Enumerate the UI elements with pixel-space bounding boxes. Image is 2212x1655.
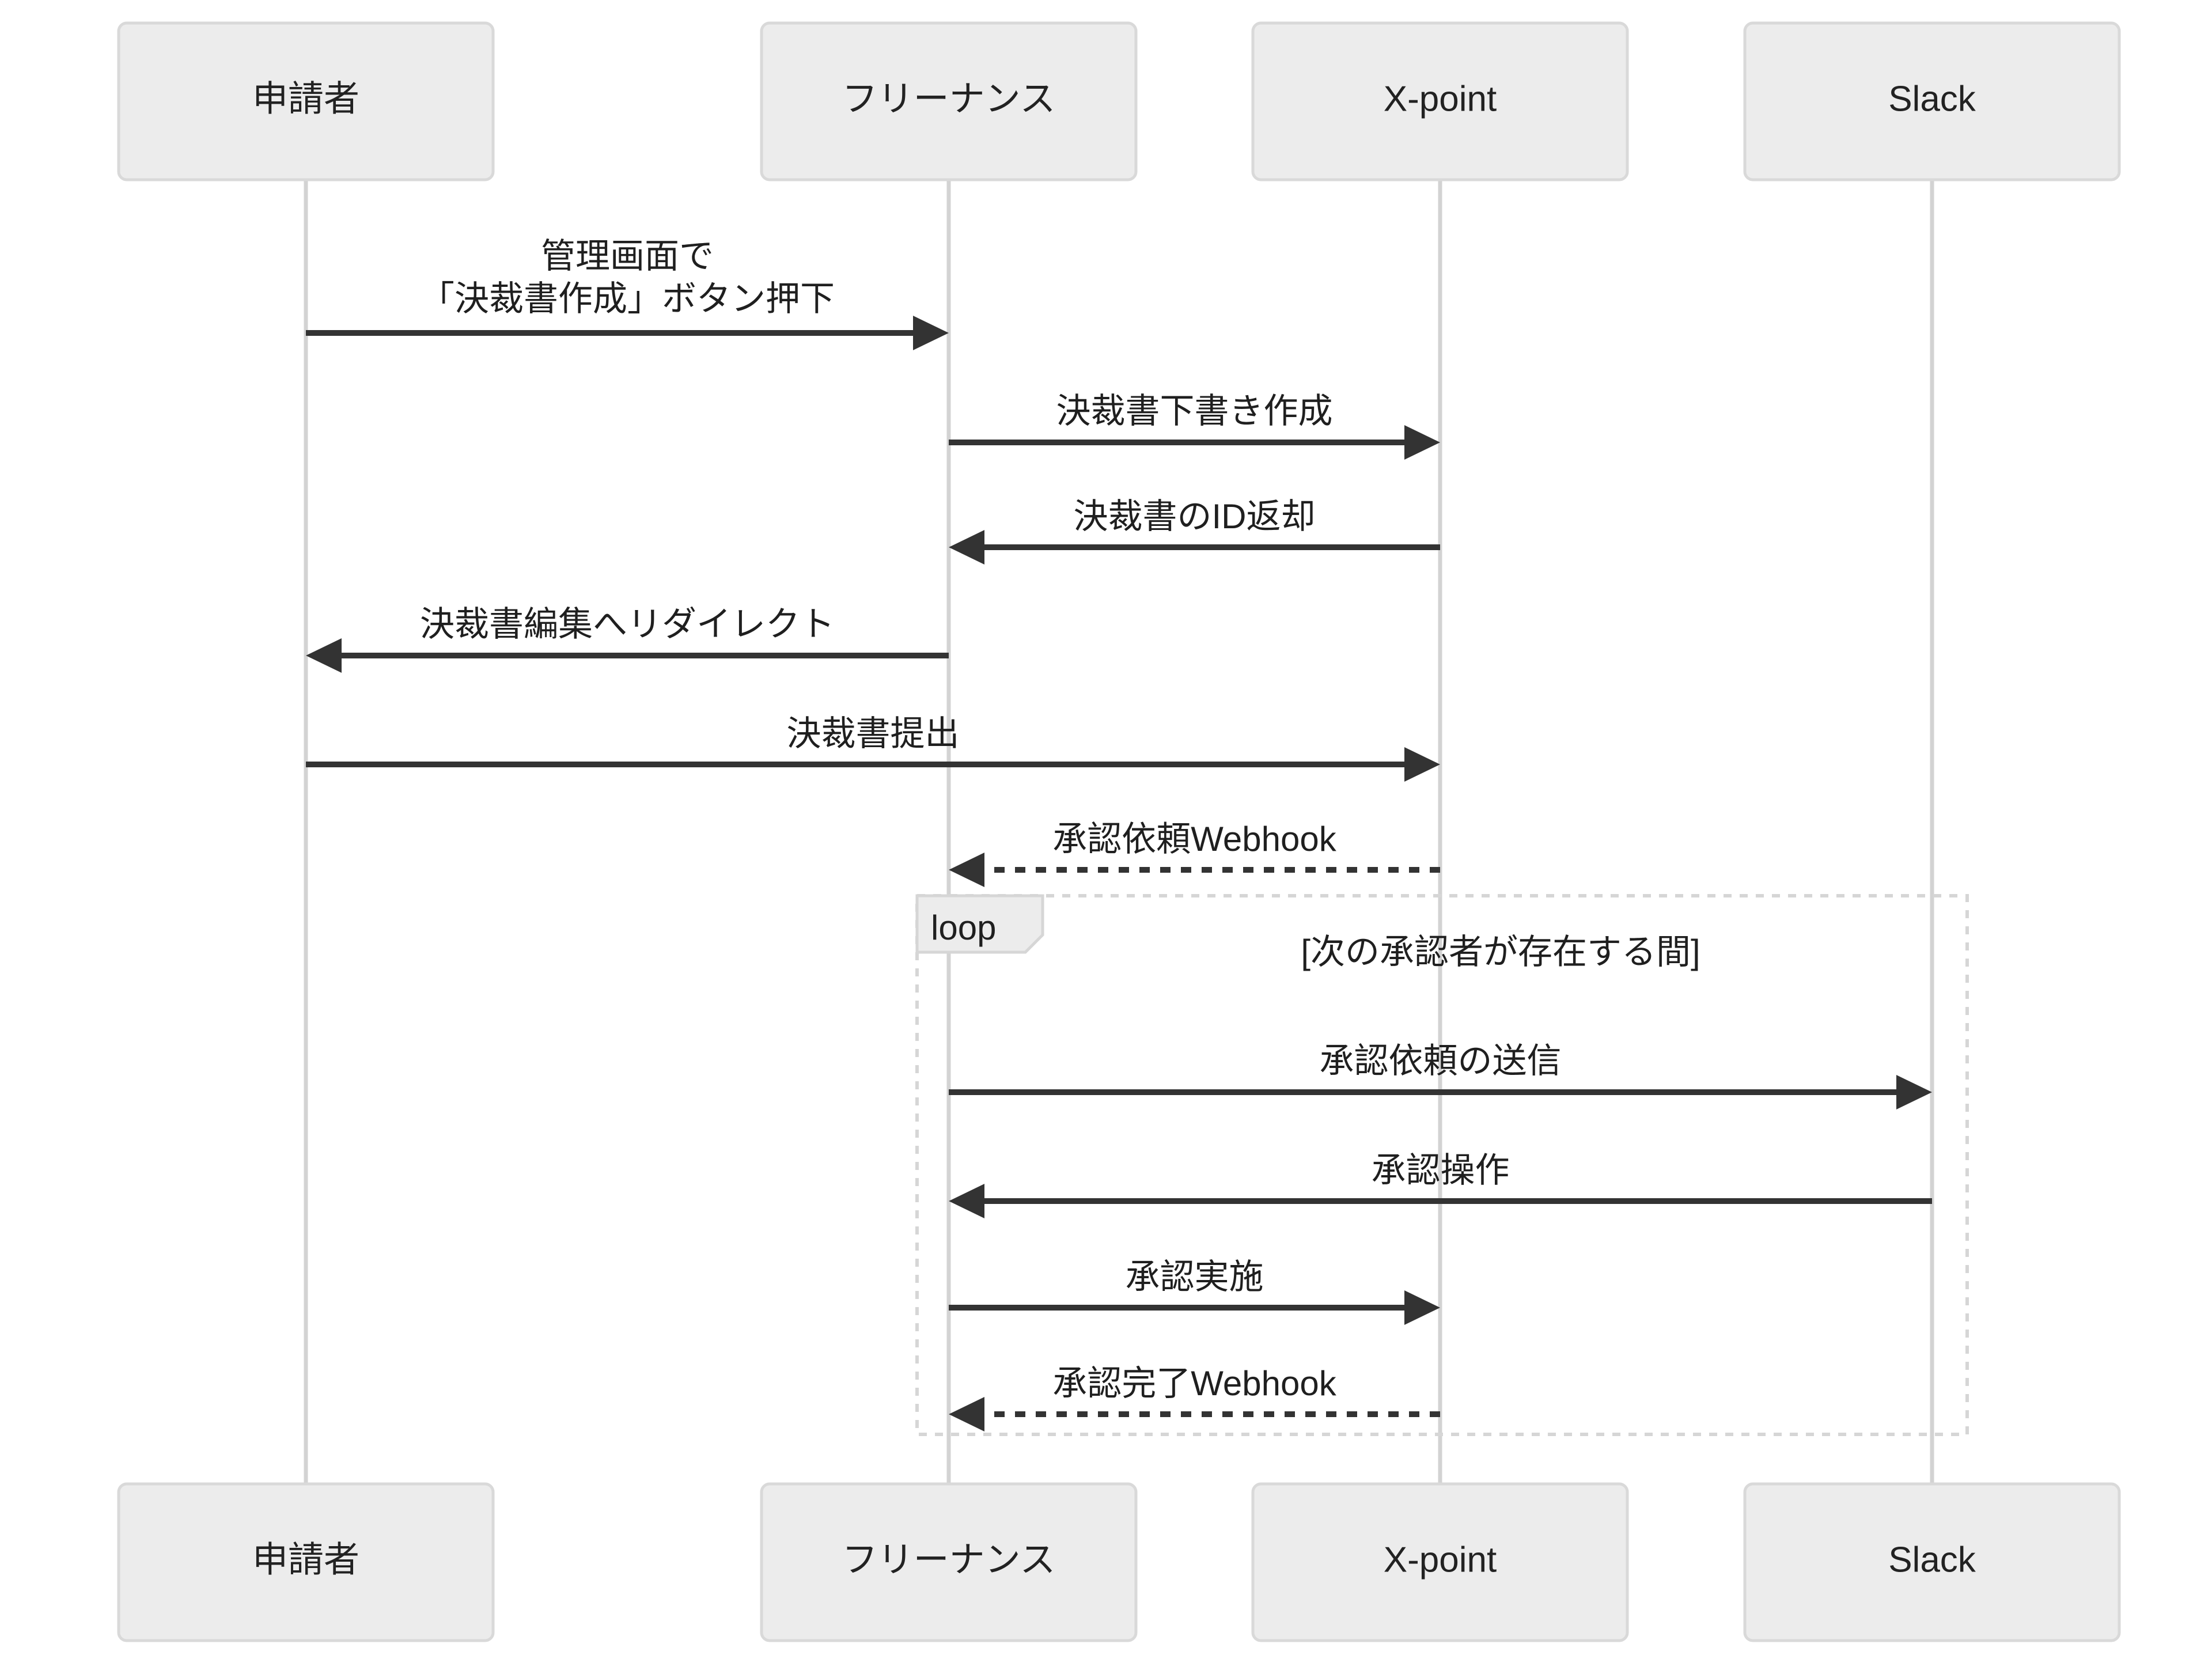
actor-box-applicant[interactable]: [117, 21, 495, 181]
arrow-head-icon-9: [1404, 1290, 1440, 1325]
actor-xpoint-top[interactable]: X-point: [1251, 21, 1629, 181]
message-label-1-line-1: 管理画面で: [541, 237, 714, 275]
actor-applicant-top[interactable]: 申請者: [117, 21, 495, 181]
messages-layer: 管理画面で「決裁書作成」ボタン押下決裁書下書き作成決裁書のID返却決裁書編集へリ…: [306, 237, 1932, 1431]
actor-box-freenance[interactable]: [760, 1482, 1138, 1642]
actor-slack-top[interactable]: Slack: [1743, 21, 2121, 181]
message-label-1-line-2: 「決裁書作成」ボタン押下: [420, 279, 835, 318]
fragment-loop-next-approver: loop [次の承認者が存在する間]: [915, 894, 1969, 1436]
arrow-head-icon-4: [306, 638, 342, 673]
actor-label-xpoint: X-point: [1384, 79, 1497, 119]
actor-label-slack: Slack: [1888, 79, 1976, 119]
loop-kind-label: loop: [931, 908, 996, 947]
arrow-head-icon-6: [949, 853, 984, 887]
actor-applicant-bottom[interactable]: 申請者: [117, 1482, 495, 1642]
actor-label-applicant: 申請者: [252, 79, 359, 119]
message-4: 決裁書編集へリダイレクト: [306, 605, 949, 673]
message-label-10-line-1: 承認完了Webhook: [1052, 1364, 1336, 1403]
actor-freenance-top[interactable]: フリーナンス: [760, 21, 1138, 181]
actor-label-freenance: フリーナンス: [842, 79, 1056, 119]
actor-box-slack[interactable]: [1743, 21, 2121, 181]
message-10: 承認完了Webhook: [949, 1364, 1440, 1431]
message-1: 管理画面で「決裁書作成」ボタン押下: [306, 237, 949, 350]
loop-kind-tab: [915, 894, 1044, 954]
actor-freenance-bottom[interactable]: フリーナンス: [760, 1482, 1138, 1642]
actor-slack-bottom[interactable]: Slack: [1743, 1482, 2121, 1642]
message-3: 決裁書のID返却: [949, 497, 1440, 565]
actor-box-xpoint[interactable]: [1251, 1482, 1629, 1642]
message-label-2-line-1: 決裁書下書き作成: [1056, 392, 1333, 430]
actors-layer: 申請者申請者フリーナンスフリーナンスX-pointX-pointSlackSla…: [117, 21, 2121, 1642]
actor-label-xpoint: X-point: [1384, 1540, 1497, 1580]
arrow-head-icon-5: [1404, 747, 1440, 782]
actor-box-applicant[interactable]: [117, 1482, 495, 1642]
message-2: 決裁書下書き作成: [949, 392, 1440, 460]
message-5: 決裁書提出: [306, 714, 1440, 782]
message-8: 承認操作: [949, 1151, 1932, 1218]
arrow-head-icon-3: [949, 530, 984, 565]
actor-box-xpoint[interactable]: [1251, 21, 1629, 181]
lifelines-layer: [304, 180, 1934, 1484]
actor-label-slack: Slack: [1888, 1540, 1976, 1580]
message-label-5-line-1: 決裁書提出: [787, 714, 960, 753]
actor-label-freenance: フリーナンス: [842, 1540, 1056, 1580]
arrow-head-icon-2: [1404, 425, 1440, 460]
arrow-head-icon-10: [949, 1397, 984, 1431]
message-label-4-line-1: 決裁書編集へリダイレクト: [420, 605, 835, 643]
loop-condition-label: [次の承認者が存在する間]: [1301, 933, 1700, 971]
message-label-3-line-1: 決裁書のID返却: [1074, 497, 1316, 536]
arrow-head-icon-8: [949, 1184, 984, 1218]
loop-frame-border: [915, 894, 1969, 1436]
actor-box-slack[interactable]: [1743, 1482, 2121, 1642]
message-label-6-line-1: 承認依頼Webhook: [1052, 820, 1336, 858]
actor-xpoint-bottom[interactable]: X-point: [1251, 1482, 1629, 1642]
message-label-8-line-1: 承認操作: [1372, 1151, 1510, 1190]
actor-label-applicant: 申請者: [252, 1540, 359, 1580]
fragments-layer: loop [次の承認者が存在する間]: [915, 894, 1969, 1436]
actor-box-freenance[interactable]: [760, 21, 1138, 181]
arrow-head-icon-7: [1896, 1075, 1932, 1109]
message-9: 承認実施: [949, 1258, 1440, 1325]
message-label-9-line-1: 承認実施: [1126, 1258, 1264, 1296]
message-label-7-line-1: 承認依頼の送信: [1320, 1042, 1562, 1080]
message-7: 承認依頼の送信: [949, 1042, 1932, 1109]
message-6: 承認依頼Webhook: [949, 820, 1440, 887]
arrow-head-icon-1: [913, 316, 949, 350]
